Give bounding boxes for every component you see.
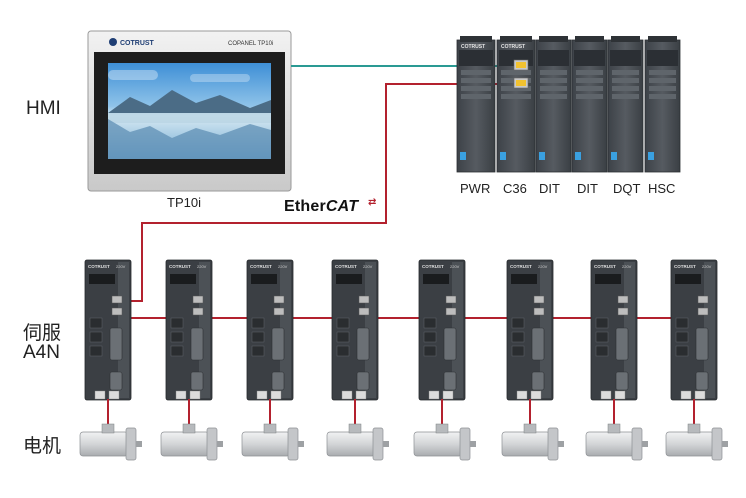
cotrust-logo-icon bbox=[109, 38, 117, 46]
plc-module-pwr-0: COTRUST bbox=[457, 36, 495, 172]
row-label-hmi: HMI bbox=[26, 98, 61, 120]
servo-motor-1 bbox=[80, 399, 142, 460]
drive-port-in-icon bbox=[534, 296, 544, 303]
row-label-servo: 伺服 bbox=[23, 318, 61, 345]
servo-motor-3 bbox=[242, 399, 304, 460]
drive-port-in-icon bbox=[446, 296, 456, 303]
servo-drive-5: COTRUST 220V bbox=[419, 260, 465, 400]
drive-port-in-icon bbox=[112, 296, 122, 303]
plc-rack: COTRUST COTRUST bbox=[457, 36, 680, 172]
hmi-model-badge: COPANEL TP10i bbox=[228, 41, 273, 47]
plc-module-dit-3 bbox=[572, 36, 607, 172]
drive-brand: COTRUST bbox=[335, 264, 357, 269]
servo-drive-6: COTRUST 220V bbox=[507, 260, 553, 400]
servo-drive-3: COTRUST 220V bbox=[247, 260, 293, 400]
drive-db-connector-icon bbox=[110, 328, 122, 360]
drive-brand: COTRUST bbox=[88, 264, 110, 269]
ethercat-arrow-icon: ⇄ bbox=[368, 197, 377, 208]
status-led-icon bbox=[500, 152, 506, 160]
drive-port-out-icon bbox=[359, 308, 369, 315]
ethercat-logo-suffix: CAT bbox=[326, 198, 358, 215]
servo-drive-4: COTRUST 220V bbox=[332, 260, 378, 400]
drive-port-in-icon bbox=[193, 296, 203, 303]
drive-db-connector-icon bbox=[616, 328, 628, 360]
servo-motor-5 bbox=[414, 399, 476, 460]
drive-port-out-icon bbox=[112, 308, 122, 315]
drive-port-in-icon bbox=[618, 296, 628, 303]
drive-port-in-icon bbox=[698, 296, 708, 303]
status-led-icon bbox=[648, 152, 654, 160]
plc-module-label-5: HSC bbox=[648, 181, 675, 196]
plc-module-label-1: C36 bbox=[503, 181, 527, 196]
hmi-caption: TP10i bbox=[167, 195, 201, 210]
drive-port-out-icon bbox=[618, 308, 628, 315]
drive-brand: COTRUST bbox=[510, 264, 532, 269]
servo-motor-8 bbox=[666, 399, 728, 460]
drive-db-connector-icon bbox=[444, 328, 456, 360]
drive-db-connector-icon bbox=[696, 328, 708, 360]
plc-module-brand: COTRUST bbox=[461, 44, 485, 50]
drive-voltage: 220V bbox=[702, 264, 712, 269]
drive-brand: COTRUST bbox=[674, 264, 696, 269]
drive-db-connector-icon bbox=[357, 328, 369, 360]
drive-voltage: 220V bbox=[116, 264, 126, 269]
row-label-motor: 电机 bbox=[23, 431, 61, 458]
drive-port-out-icon bbox=[193, 308, 203, 315]
servo-drive-2: COTRUST 220V bbox=[166, 260, 212, 400]
drive-port-in-icon bbox=[274, 296, 284, 303]
drive-port-out-icon bbox=[534, 308, 544, 315]
plc-module-label-0: PWR bbox=[460, 181, 490, 196]
status-led-icon bbox=[460, 152, 466, 160]
servo-motor-4 bbox=[327, 399, 389, 460]
drive-voltage: 220V bbox=[450, 264, 460, 269]
status-led-icon bbox=[575, 152, 581, 160]
servo-motor-7 bbox=[586, 399, 648, 460]
plc-module-label-3: DIT bbox=[577, 181, 598, 196]
drive-port-out-icon bbox=[698, 308, 708, 315]
drive-brand: COTRUST bbox=[169, 264, 191, 269]
drive-port-in-icon bbox=[359, 296, 369, 303]
servo-drive-7: COTRUST 220V bbox=[591, 260, 637, 400]
drive-voltage: 220V bbox=[363, 264, 373, 269]
drive-port-out-icon bbox=[446, 308, 456, 315]
drive-db-connector-icon bbox=[191, 328, 203, 360]
servo-motor-2 bbox=[161, 399, 223, 460]
servo-drive-1: COTRUST 220V bbox=[85, 260, 131, 400]
plc-module-brand: COTRUST bbox=[501, 44, 525, 50]
hmi-brand-text: COTRUST bbox=[120, 40, 155, 47]
drive-db-connector-icon bbox=[272, 328, 284, 360]
drive-brand: COTRUST bbox=[422, 264, 444, 269]
row-label-servo-model: A4N bbox=[23, 342, 60, 364]
status-led-icon bbox=[611, 152, 617, 160]
drive-voltage: 220V bbox=[278, 264, 288, 269]
drive-db-connector-icon bbox=[532, 328, 544, 360]
plc-module-c36-1: COTRUST bbox=[497, 36, 535, 172]
plc-module-dit-2 bbox=[536, 36, 571, 172]
status-led-icon bbox=[539, 152, 545, 160]
plc-module-label-2: DIT bbox=[539, 181, 560, 196]
plc-module-label-4: DQT bbox=[613, 181, 640, 196]
drive-voltage: 220V bbox=[538, 264, 548, 269]
drive-voltage: 220V bbox=[622, 264, 632, 269]
drive-brand: COTRUST bbox=[594, 264, 616, 269]
plc-module-dqt-4 bbox=[608, 36, 643, 172]
hmi-panel: COTRUST COPANEL TP10i bbox=[88, 31, 291, 191]
drive-voltage: 220V bbox=[197, 264, 207, 269]
drive-brand: COTRUST bbox=[250, 264, 272, 269]
ethercat-logo: EtherCAT⇄ bbox=[284, 198, 358, 216]
plc-module-hsc-5 bbox=[645, 36, 680, 172]
servo-motor-row bbox=[80, 399, 728, 460]
drive-port-out-icon bbox=[274, 308, 284, 315]
ethercat-logo-prefix: Ether bbox=[284, 198, 326, 215]
servo-motor-6 bbox=[502, 399, 564, 460]
servo-drive-8: COTRUST 220V bbox=[671, 260, 717, 400]
